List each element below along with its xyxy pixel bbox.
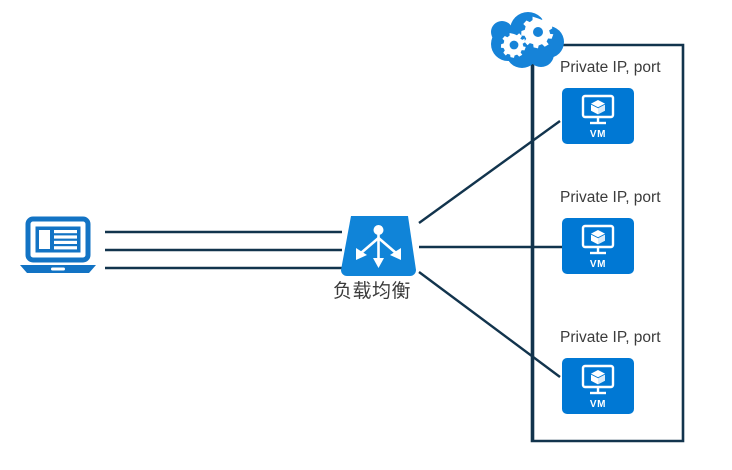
- vm-icon: [581, 224, 615, 255]
- laptop-icon: [20, 216, 96, 273]
- load-balancer-label: 负载均衡: [333, 281, 412, 302]
- vm-icon: [581, 364, 615, 395]
- lb-to-vm3-line: [418, 271, 561, 378]
- vm-caption-3: VM: [589, 399, 607, 410]
- vm-node-3[interactable]: VM: [562, 358, 634, 414]
- vm-address-label-1: Private IP, port: [560, 59, 661, 76]
- vm-icon: [581, 94, 615, 125]
- cloud-gears-icon: [491, 12, 564, 68]
- vm-caption-2: VM: [589, 259, 607, 270]
- lb-to-vm1-line: [418, 120, 561, 224]
- vm-node-2[interactable]: VM: [562, 218, 634, 274]
- vm-address-label-2: Private IP, port: [560, 189, 661, 206]
- vm-node-1[interactable]: VM: [562, 88, 634, 144]
- vm-address-label-3: Private IP, port: [560, 329, 661, 346]
- vm-caption-1: VM: [589, 129, 607, 140]
- load-balancer-icon: [341, 216, 416, 276]
